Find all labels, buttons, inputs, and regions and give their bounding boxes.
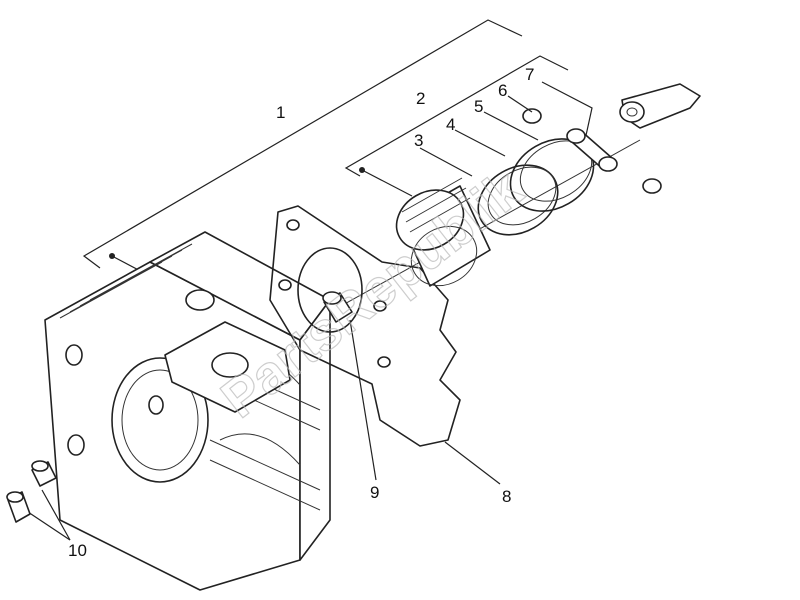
- callout-8: 8: [502, 487, 511, 506]
- callout-2: 2: [416, 89, 425, 108]
- callout-1: 1: [276, 103, 285, 122]
- callout-5: 5: [474, 97, 483, 116]
- callout-6: 6: [498, 81, 507, 100]
- cylinder-block: [44, 231, 331, 591]
- dowel-bushings: [6, 460, 57, 523]
- callout-10: 10: [68, 541, 87, 560]
- locating-dowel: [322, 291, 353, 323]
- piston-pin-and-circlips: [522, 108, 662, 194]
- connecting-rod: [619, 83, 701, 129]
- callout-9: 9: [370, 483, 379, 502]
- callout-3: 3: [414, 131, 423, 150]
- callout-7: 7: [525, 65, 534, 84]
- callout-4: 4: [446, 115, 455, 134]
- base-gasket: [269, 205, 461, 447]
- piston: [395, 177, 491, 287]
